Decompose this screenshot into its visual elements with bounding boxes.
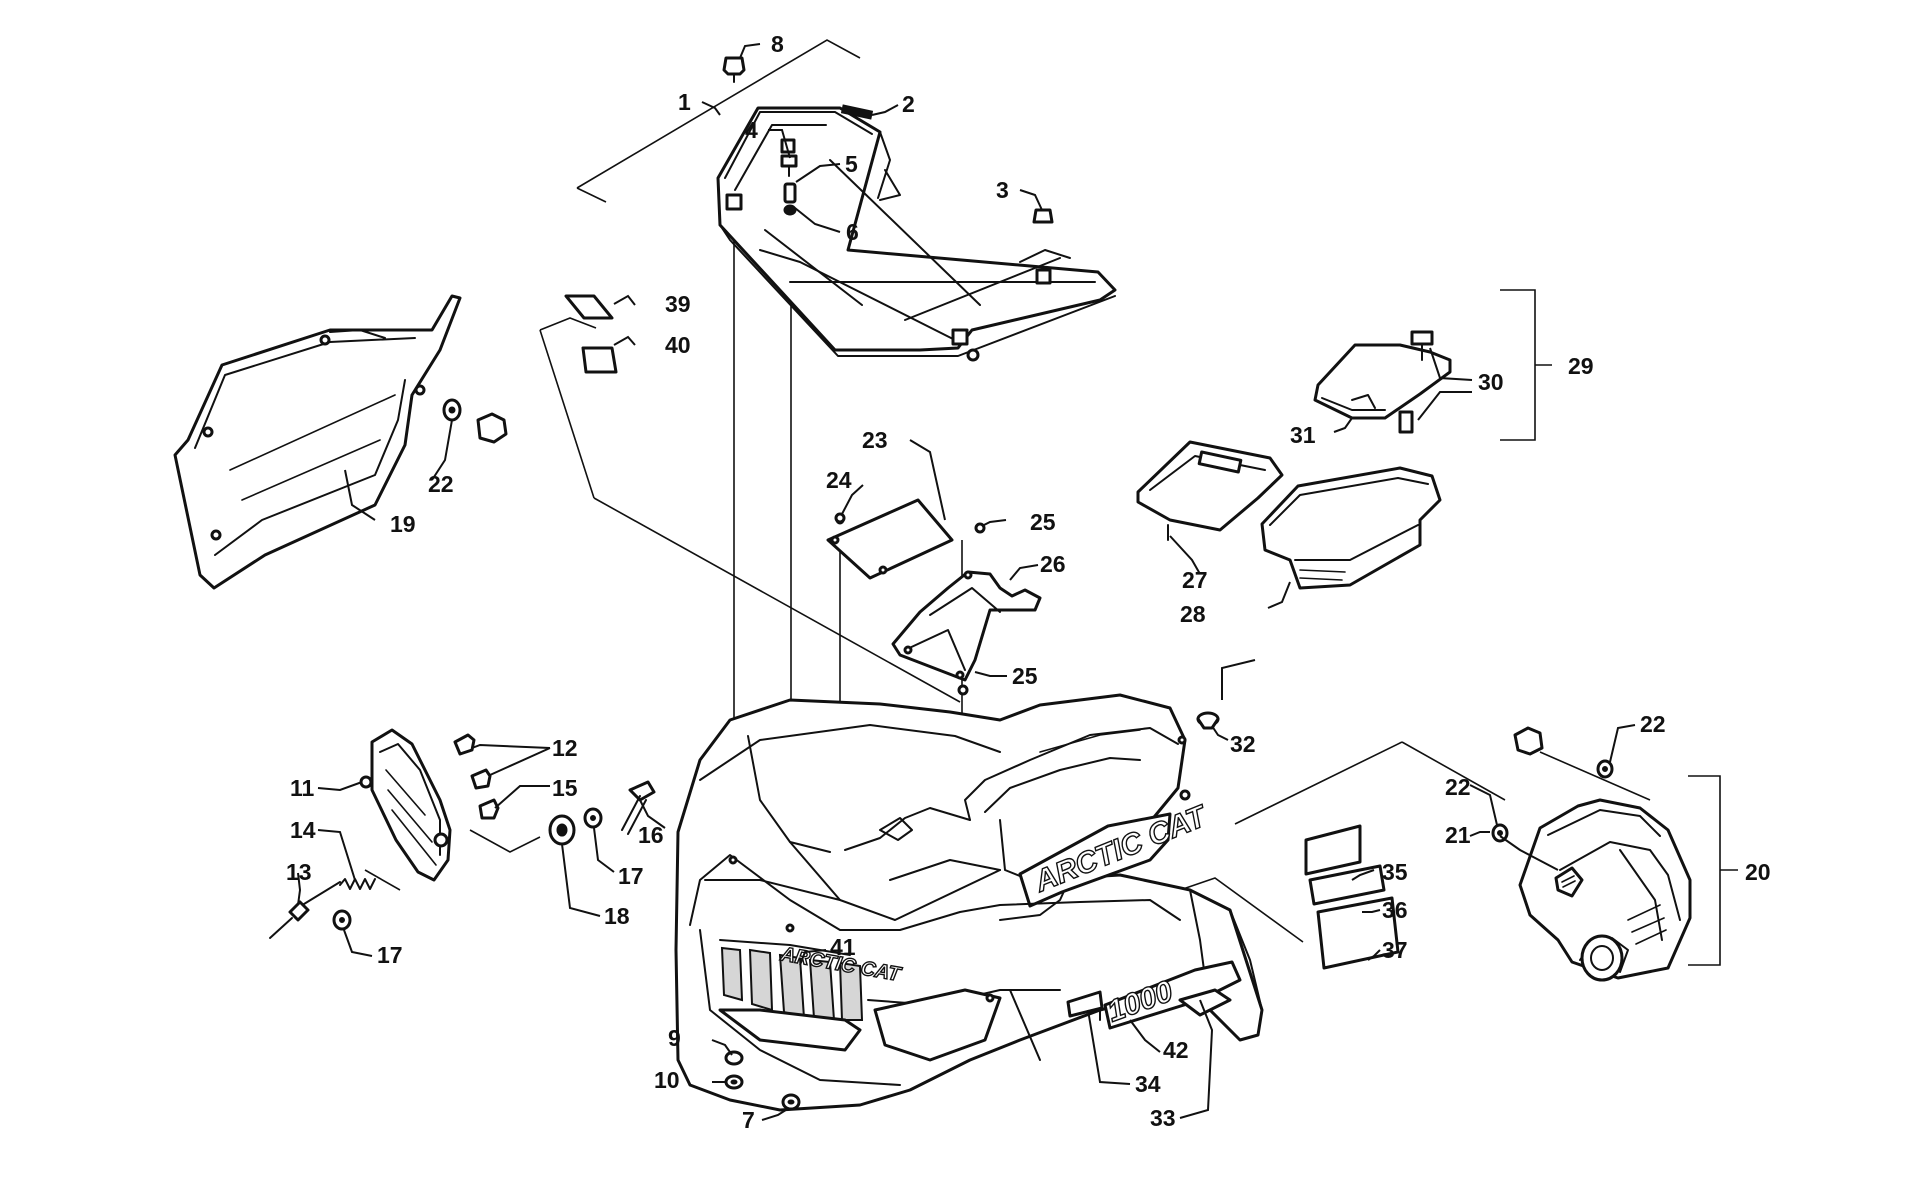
callout-32: 32 (1230, 731, 1256, 757)
console-bracket-panel (891, 570, 1042, 682)
callout-36: 36 (1382, 897, 1408, 923)
callout-17-right: 17 (618, 863, 644, 889)
callout-22-right: 22 (1445, 774, 1471, 800)
callout-18: 18 (604, 903, 630, 929)
callout-22-right-top: 22 (1640, 711, 1666, 737)
callout-37: 37 (1382, 937, 1408, 963)
callout-27: 27 (1182, 567, 1208, 593)
callout-16: 16 (638, 822, 664, 848)
callout-20: 20 (1745, 859, 1771, 885)
front-rack (716, 104, 1117, 362)
headlight-housing (359, 728, 452, 882)
callout-4: 4 (745, 117, 758, 143)
headlight-hardware (269, 733, 656, 939)
callout-25-bottom: 25 (1012, 663, 1038, 689)
callout-19: 19 (390, 511, 416, 537)
rack-hardware (722, 56, 1054, 224)
callout-23: 23 (862, 427, 888, 453)
callout-10: 10 (654, 1067, 680, 1093)
callout-9: 9 (668, 1025, 681, 1051)
callout-24: 24 (826, 467, 852, 493)
callout-17-left: 17 (377, 942, 403, 968)
callout-12: 12 (552, 735, 578, 761)
callout-7: 7 (742, 1107, 755, 1133)
storage-tray (1136, 440, 1284, 541)
storage-bin (1260, 466, 1442, 590)
grommet-and-nut-left (442, 398, 508, 444)
callout-labels: 8 1 2 3 4 5 6 39 40 22 19 23 24 25 26 25… (286, 31, 1771, 1133)
callout-1: 1 (678, 89, 691, 115)
right-side-panel (1518, 798, 1692, 982)
callout-15: 15 (552, 775, 578, 801)
callout-22-left: 22 (428, 471, 454, 497)
decals-38-39 (564, 294, 618, 374)
left-side-panel (173, 294, 462, 590)
callout-31: 31 (1290, 422, 1316, 448)
storage-lid (1313, 330, 1452, 434)
callout-6: 6 (846, 219, 859, 245)
right-grommets-and-nut (1491, 726, 1614, 843)
decals-35-36-37 (1304, 824, 1400, 970)
callout-29: 29 (1568, 353, 1594, 379)
callout-11: 11 (290, 775, 315, 801)
callout-25-top: 25 (1030, 509, 1056, 535)
callout-33: 33 (1150, 1105, 1176, 1131)
callout-40: 41 (830, 934, 856, 960)
callout-28: 28 (1180, 601, 1206, 627)
callout-38: 39 (665, 291, 691, 317)
callout-41: 42 (1163, 1037, 1189, 1063)
callout-13: 13 (286, 859, 312, 885)
callout-30: 30 (1478, 369, 1504, 395)
callout-26: 26 (1040, 551, 1066, 577)
leader-lines (297, 43, 1636, 1121)
access-cover-panel (826, 498, 954, 580)
callout-14: 14 (290, 817, 316, 843)
callout-2: 2 (902, 91, 915, 117)
callout-39: 40 (665, 332, 691, 358)
callout-5: 5 (845, 151, 858, 177)
callout-3: 3 (996, 177, 1009, 203)
callout-34: 34 (1135, 1071, 1161, 1097)
body-fasteners (724, 711, 1220, 1111)
callout-21: 21 (1445, 822, 1471, 848)
callout-35: 35 (1382, 859, 1408, 885)
front-body-panel: ARCTIC CAT ARCTIC CAT 1000 (674, 693, 1264, 1112)
callout-8: 8 (771, 31, 784, 57)
